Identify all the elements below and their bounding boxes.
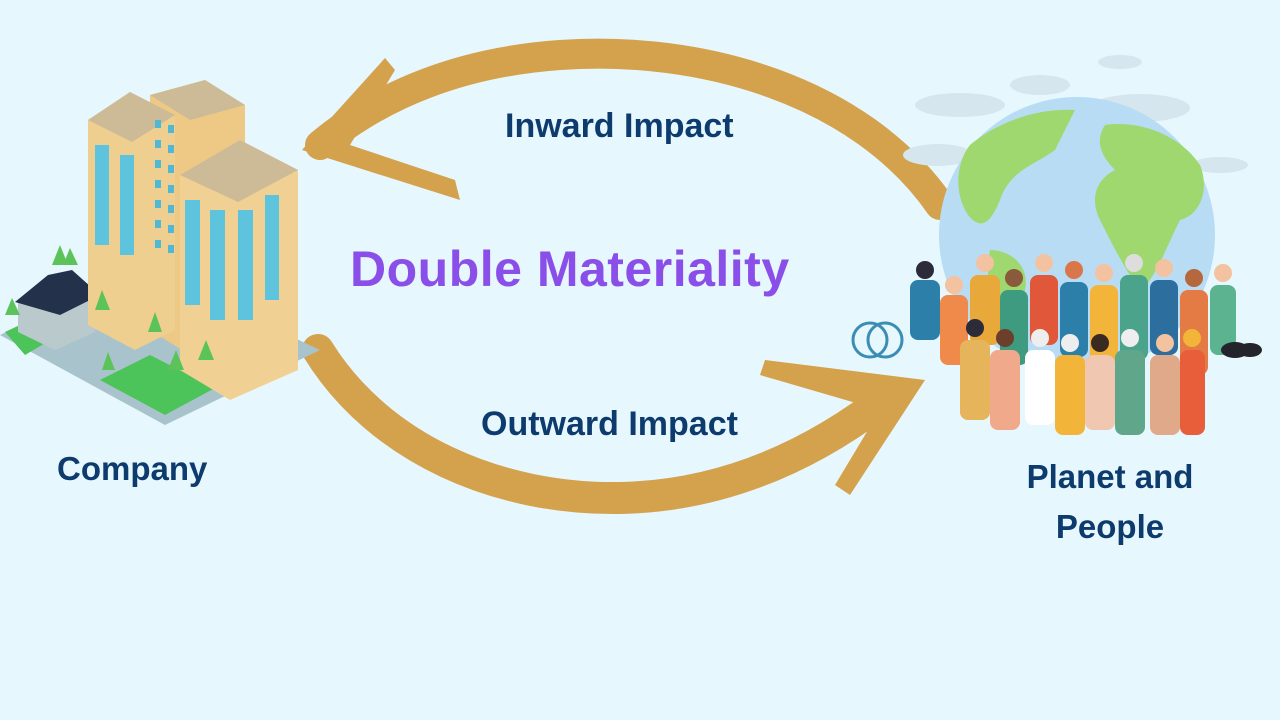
- company-label: Company: [57, 450, 208, 487]
- globe-with-people-icon: [851, 55, 1262, 435]
- office-building-icon: [0, 80, 320, 425]
- outward-arrow: [302, 334, 925, 515]
- inward-arrow: [302, 38, 955, 220]
- diagram-title: Double Materiality: [350, 241, 790, 297]
- inward-impact-label: Inward Impact: [505, 107, 734, 145]
- planet-people-label: Planet and People: [1005, 452, 1215, 552]
- planet-people-label-line2: People: [1055, 508, 1165, 545]
- planet-people-label-line1: Planet and: [1026, 458, 1194, 495]
- outward-impact-label: Outward Impact: [481, 405, 738, 443]
